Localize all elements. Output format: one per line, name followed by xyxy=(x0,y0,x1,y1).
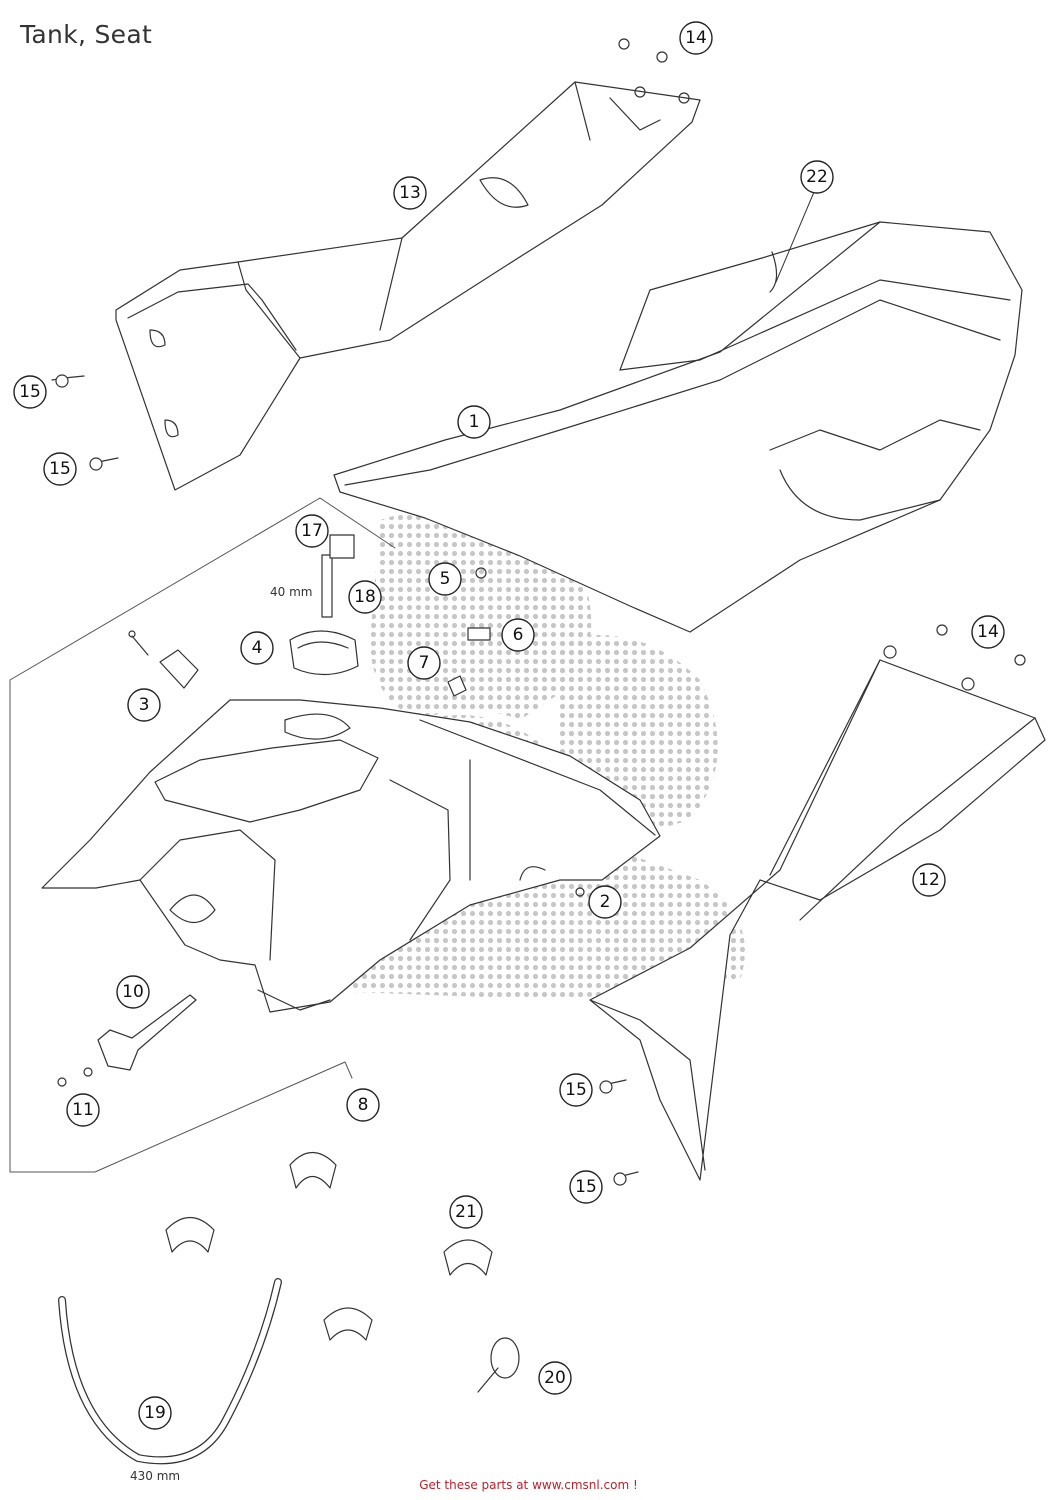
callout-circle xyxy=(43,452,77,486)
callout-circle xyxy=(679,21,713,55)
callout-number: 20 xyxy=(544,1368,566,1388)
callout-2: 2 xyxy=(588,885,622,919)
callout-number: 15 xyxy=(19,382,41,402)
part-screws-11 xyxy=(57,1067,93,1087)
callout-15: 15 xyxy=(569,1170,603,1204)
callout-circle xyxy=(348,580,382,614)
callout-15: 15 xyxy=(559,1073,593,1107)
callout-number: 7 xyxy=(419,653,430,673)
callout-1: 1 xyxy=(457,405,491,439)
part-vent-hose xyxy=(321,534,355,618)
callout-6: 6 xyxy=(501,618,535,652)
callout-22: 22 xyxy=(800,160,834,194)
callout-14: 14 xyxy=(971,615,1005,649)
callout-21: 21 xyxy=(449,1195,483,1229)
callout-11: 11 xyxy=(66,1093,100,1127)
callout-circle xyxy=(393,176,427,210)
part-fuel-hose xyxy=(58,1278,282,1465)
page-title: Tank, Seat xyxy=(20,20,153,49)
callout-number: 15 xyxy=(575,1177,597,1197)
callout-number: 13 xyxy=(399,183,421,203)
callout-circle xyxy=(240,631,274,665)
part-bracket xyxy=(128,630,199,689)
callout-3: 3 xyxy=(127,688,161,722)
callout-circle xyxy=(971,615,1005,649)
callout-number: 14 xyxy=(685,28,707,48)
callout-12: 12 xyxy=(912,863,946,897)
callout-number: 18 xyxy=(354,587,376,607)
callout-19: 19 xyxy=(138,1396,172,1430)
callout-number: 8 xyxy=(358,1095,369,1115)
callout-circle xyxy=(588,885,622,919)
part-side-panel-left xyxy=(115,81,701,491)
callout-5: 5 xyxy=(428,562,462,596)
callout-circle xyxy=(66,1093,100,1127)
callout-number: 1 xyxy=(469,412,480,432)
callout-14: 14 xyxy=(679,21,713,55)
part-side-panel-right xyxy=(589,645,1046,1181)
callout-circle xyxy=(912,863,946,897)
callout-number: 15 xyxy=(49,459,71,479)
callout-circle xyxy=(138,1396,172,1430)
part-hose-clip-20 xyxy=(477,1337,520,1393)
callout-circle xyxy=(407,646,441,680)
vent-hose-length-label: 40 mm xyxy=(270,585,312,599)
callout-number: 19 xyxy=(144,1403,166,1423)
callout-circle xyxy=(346,1088,380,1122)
callout-20: 20 xyxy=(538,1361,572,1395)
callout-circle xyxy=(295,514,329,548)
fuel-hose-length-label: 430 mm xyxy=(130,1469,180,1483)
callout-circle xyxy=(116,975,150,1009)
callout-15: 15 xyxy=(43,452,77,486)
callout-number: 14 xyxy=(977,622,999,642)
callout-number: 22 xyxy=(806,167,828,187)
footer-link[interactable]: Get these parts at www.cmsnl.com ! xyxy=(419,1478,638,1492)
part-fuel-cap xyxy=(289,630,359,676)
callout-7: 7 xyxy=(407,646,441,680)
callout-circle xyxy=(559,1073,593,1107)
callout-number: 6 xyxy=(513,625,524,645)
part-group-outline xyxy=(9,497,396,1173)
callout-17: 17 xyxy=(295,514,329,548)
callout-number: 5 xyxy=(440,569,451,589)
callout-4: 4 xyxy=(240,631,274,665)
callout-18: 18 xyxy=(348,580,382,614)
callout-circle xyxy=(501,618,535,652)
callout-circle xyxy=(538,1361,572,1395)
callout-number: 12 xyxy=(918,870,940,890)
part-seat xyxy=(333,221,1023,633)
callout-number: 3 xyxy=(139,695,150,715)
callout-number: 11 xyxy=(72,1100,94,1120)
callout-circle xyxy=(13,375,47,409)
callout-circle xyxy=(127,688,161,722)
part-clamps-21 xyxy=(165,1151,493,1341)
callout-circle xyxy=(569,1170,603,1204)
callout-circle xyxy=(449,1195,483,1229)
callout-circle xyxy=(800,160,834,194)
callout-number: 2 xyxy=(600,892,611,912)
part-nuts xyxy=(447,567,585,897)
callout-number: 15 xyxy=(565,1080,587,1100)
callout-number: 17 xyxy=(301,521,323,541)
callout-15: 15 xyxy=(13,375,47,409)
part-fuel-tank xyxy=(41,699,661,1013)
callout-circle xyxy=(457,405,491,439)
callout-13: 13 xyxy=(393,176,427,210)
part-screws-14 xyxy=(618,38,1026,666)
part-fuel-tap xyxy=(97,994,197,1071)
callout-10: 10 xyxy=(116,975,150,1009)
callout-number: 21 xyxy=(455,1202,477,1222)
part-bolts-15 xyxy=(51,374,639,1186)
callout-number: 10 xyxy=(122,982,144,1002)
callout-circle xyxy=(428,562,462,596)
callout-8: 8 xyxy=(346,1088,380,1122)
callout-number: 4 xyxy=(252,638,263,658)
leader-lines xyxy=(775,191,815,283)
